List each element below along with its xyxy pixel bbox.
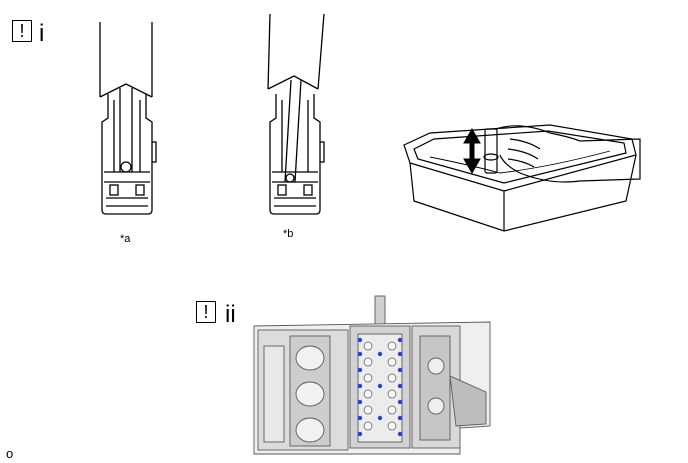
oil-tray-illustration [403,124,641,232]
lifter-diagram-b [267,13,325,215]
caption-b: *b [283,228,294,240]
cylinder-head-illustration [253,295,491,455]
step-label-1: i [39,20,45,47]
lifter-diagram-a [99,22,157,215]
caption-a: *a [120,233,131,245]
warning-icon: ! [12,20,32,42]
step-label-2: ii [225,301,236,328]
warning-icon-2: ! [196,301,216,323]
figure-code: o [6,446,14,461]
